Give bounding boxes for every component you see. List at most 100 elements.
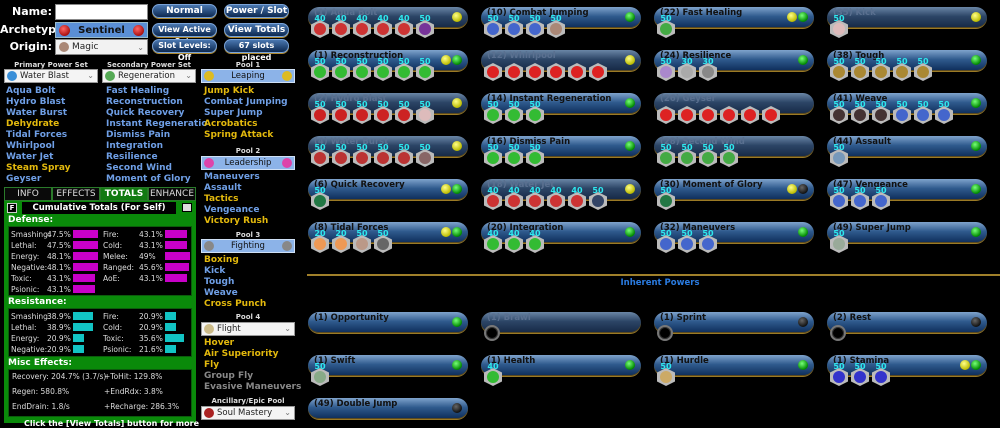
view-totals-button[interactable]: View Totals [224,23,289,37]
yellow-status-icon[interactable] [625,55,635,65]
power-list-item[interactable]: Dehydrate [6,119,60,129]
enhancement-slot[interactable] [678,106,696,126]
enhancement-slot[interactable]: 50 [311,186,329,212]
tab-enhance[interactable]: ENHANCE [148,187,196,201]
enhancement-slot[interactable]: 50 [374,229,392,255]
origin-dropdown[interactable]: Magic ⌄ [55,39,148,55]
enhancement-slot[interactable] [762,106,780,126]
primary-set-dropdown[interactable]: Water Blast ⌄ [4,69,98,83]
slots-placed-button[interactable]: 67 slots placed [224,39,289,62]
enhancement-slot[interactable]: 50 [851,362,869,388]
yellow-status-icon[interactable] [971,12,981,22]
enhancement-slot[interactable]: 50 [657,186,675,212]
off-status-icon[interactable] [798,317,808,327]
enhancement-slot[interactable]: 50 [374,100,392,126]
enhancement-slot[interactable] [505,63,523,83]
enhancement-slot[interactable]: 50 [657,14,675,40]
power-entry[interactable]: (1) Sprint [654,312,814,341]
enhancement-slot[interactable]: 50 [830,143,848,169]
enhancement-slot[interactable]: 40 [526,186,544,212]
enhancement-slot[interactable] [589,63,607,83]
enhancement-slot[interactable]: 50 [374,143,392,169]
enhancement-slot[interactable]: 40 [395,14,413,40]
enhancement-slot[interactable] [526,63,544,83]
power-list-item[interactable]: Weave [204,288,238,298]
enhancement-slot[interactable]: 40 [505,186,523,212]
yellow-status-icon[interactable] [452,141,462,151]
enhancement-slot[interactable]: 40 [505,229,523,255]
power-list-item[interactable]: Fly [204,360,220,370]
enhancement-slot[interactable]: 50 [353,57,371,83]
enhancement-slot[interactable]: 40 [374,14,392,40]
f-button[interactable]: F [7,203,17,213]
yellow-status-icon[interactable] [441,227,451,237]
enhancement-slot[interactable]: 30 [699,57,717,83]
enhancement-slot[interactable]: 50 [678,229,696,255]
enhancement-slot[interactable]: 50 [699,143,717,169]
green-status-icon[interactable] [452,227,462,237]
enhancement-slot[interactable] [657,325,675,345]
green-status-icon[interactable] [798,360,808,370]
enhancement-slot[interactable]: 50 [311,57,329,83]
pool4-dropdown[interactable]: Flight ⌄ [201,322,295,336]
enhancement-slot[interactable]: 50 [830,57,848,83]
enhancement-slot[interactable]: 50 [830,362,848,388]
yellow-status-icon[interactable] [452,98,462,108]
yellow-status-icon[interactable] [787,12,797,22]
enhancement-slot[interactable]: 50 [332,100,350,126]
enhancement-slot[interactable]: 40 [484,229,502,255]
green-status-icon[interactable] [452,360,462,370]
enhancement-slot[interactable]: 50 [547,14,565,40]
power-entry[interactable]: (1) Opportunity [308,312,468,334]
power-list-item[interactable]: Jump Kick [204,86,255,96]
enhancement-slot[interactable]: 50 [830,100,848,126]
power-list-item[interactable]: Geyser [6,174,42,184]
epic-pool-dropdown[interactable]: Soul Mastery ⌄ [201,406,295,420]
slot-levels-button[interactable]: Slot Levels: Off [152,39,217,62]
power-list-item[interactable]: Vengeance [204,205,260,215]
yellow-status-icon[interactable] [452,12,462,22]
enhancement-slot[interactable]: 50 [484,14,502,40]
off-status-icon[interactable] [971,317,981,327]
green-status-icon[interactable] [971,360,981,370]
power-list-item[interactable]: Quick Recovery [106,108,185,118]
enhancement-slot[interactable]: 50 [935,100,953,126]
enhancement-slot[interactable]: 50 [311,100,329,126]
green-status-icon[interactable] [625,360,635,370]
power-list-item[interactable]: Kick [204,266,226,276]
enhancement-slot[interactable]: 50 [505,143,523,169]
power-list-item[interactable]: Second Wind [106,163,172,173]
enhancement-slot[interactable]: 50 [657,362,675,388]
enhancement-slot[interactable]: 50 [914,100,932,126]
power-list-item[interactable]: Water Burst [6,108,68,118]
archetype-selector[interactable]: Sentinel [55,22,148,38]
enhancement-slot[interactable]: 50 [699,229,717,255]
green-status-icon[interactable] [971,184,981,194]
green-status-icon[interactable] [971,141,981,151]
power-list-item[interactable]: Assault [204,183,242,193]
enhancement-slot[interactable]: 50 [311,143,329,169]
power-list-item[interactable]: Reconstruction [106,97,183,107]
green-status-icon[interactable] [971,227,981,237]
enhancement-slot[interactable]: 50 [353,229,371,255]
yellow-status-icon[interactable] [441,55,451,65]
power-list-item[interactable]: Hydro Blast [6,97,66,107]
power-entry[interactable]: (2) Rest [827,312,987,341]
secondary-set-dropdown[interactable]: Regeneration ⌄ [102,69,196,83]
tab-info[interactable]: INFO [4,187,52,201]
enhancement-slot[interactable]: 40 [311,14,329,40]
enhancement-slot[interactable]: 40 [353,14,371,40]
normal-button[interactable]: Normal [152,4,217,18]
power-entry[interactable]: (1) Brawl [481,312,641,341]
power-list-item[interactable]: Steam Spray [6,163,71,173]
